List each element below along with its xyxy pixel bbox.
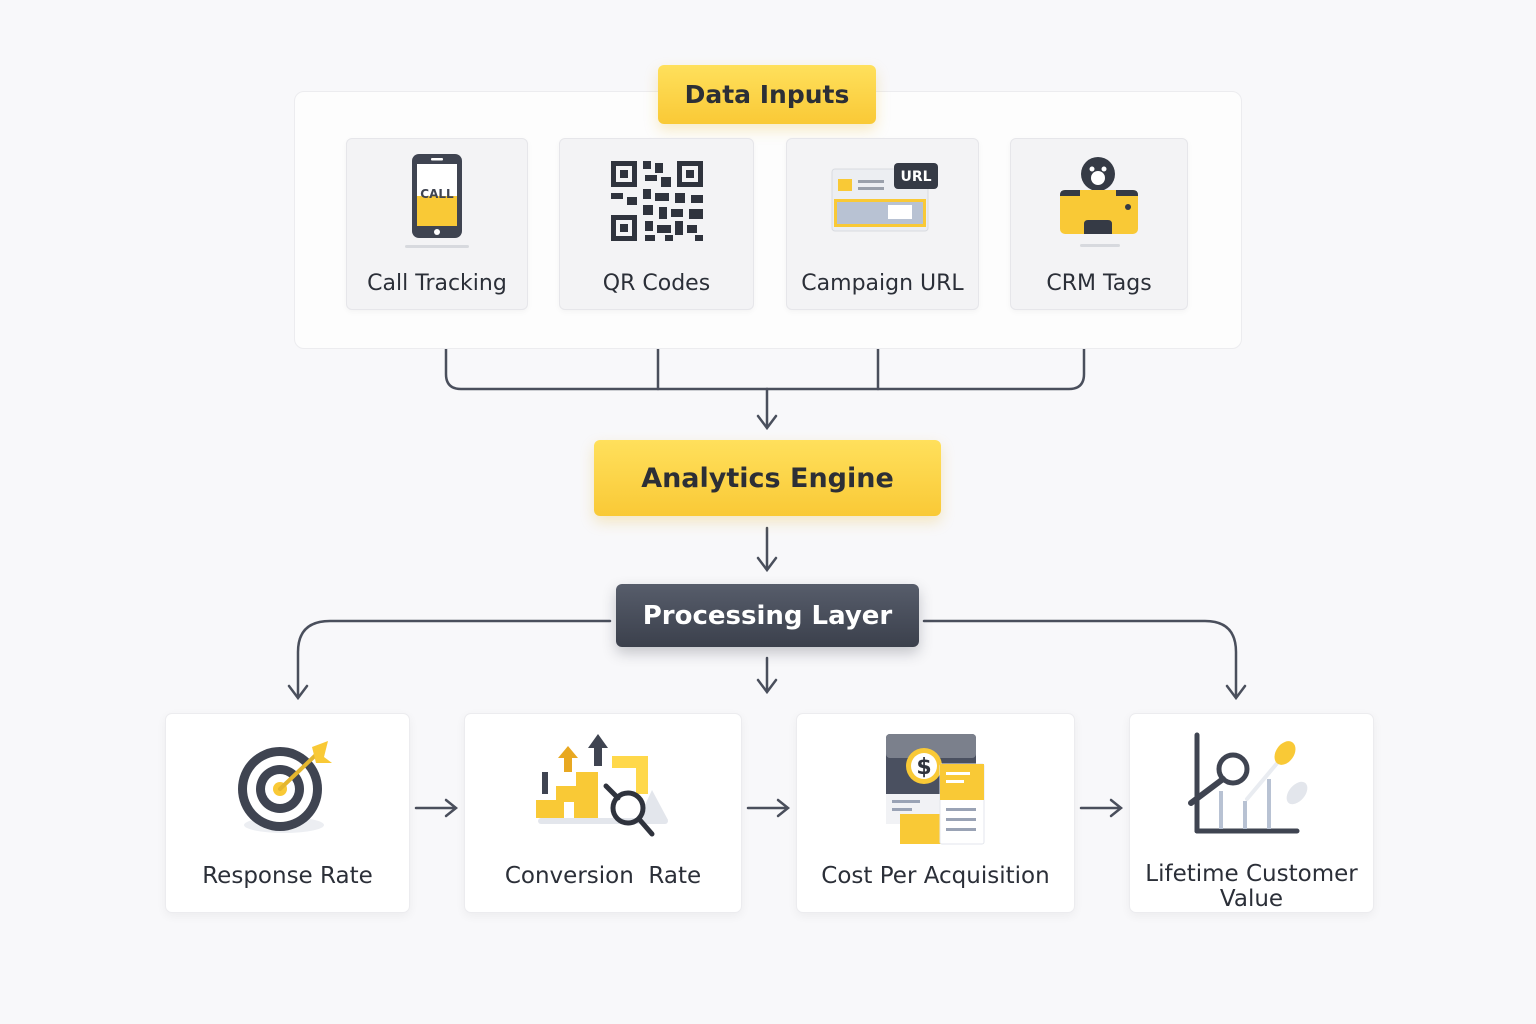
browser-url-icon: URL (828, 151, 938, 251)
crm-user-tag-icon (1044, 151, 1154, 251)
connector-call-tracking (444, 320, 769, 391)
input-label: Campaign URL (801, 271, 964, 296)
metric-card-conversion-rate[interactable]: Conversion Rate (464, 713, 742, 913)
metric-card-lifetime-customer-value[interactable]: Lifetime Customer Value (1129, 713, 1374, 913)
metric-label: Cost Per Acquisition (821, 863, 1050, 889)
svg-text:$: $ (916, 755, 931, 780)
analytics-engine-label: Analytics Engine (641, 462, 894, 494)
processing-layer-node: Processing Layer (616, 584, 919, 647)
input-card-crm-tags[interactable]: CRM Tags (1010, 138, 1188, 310)
data-inputs-title-text: Data Inputs (684, 80, 850, 109)
processing-layer-label: Processing Layer (642, 600, 893, 631)
metric-card-response-rate[interactable]: Response Rate (165, 713, 410, 913)
input-card-call-tracking[interactable]: CALL Call Tracking (346, 138, 528, 310)
qr-code-icon (602, 151, 712, 251)
metric-label: Response Rate (202, 863, 373, 889)
branch-right (922, 619, 1238, 698)
target-dart-icon (208, 728, 368, 848)
growth-chart-magnifier-icon (523, 728, 683, 848)
data-inputs-title: Data Inputs (658, 65, 876, 124)
metric-label: Lifetime Customer Value (1145, 861, 1358, 912)
dollar-invoice-icon: $ (856, 728, 1016, 848)
chart-magnifier-icon (1172, 728, 1332, 846)
svg-text:CALL: CALL (420, 187, 454, 201)
metric-card-cost-per-acquisition[interactable]: $ Cost Per Acquisition (796, 713, 1075, 913)
svg-text:URL: URL (900, 169, 931, 185)
phone-call-icon: CALL (382, 151, 492, 251)
input-card-qr-codes[interactable]: QR Codes (559, 138, 754, 310)
metric-label: Conversion Rate (504, 863, 702, 889)
input-label: QR Codes (602, 271, 711, 296)
branch-left (296, 619, 612, 698)
input-label: Call Tracking (367, 271, 507, 296)
connector-crm-tags (765, 320, 1086, 391)
analytics-engine-node: Analytics Engine (594, 440, 941, 516)
input-card-campaign-url[interactable]: URL Campaign URL (786, 138, 979, 310)
input-label: CRM Tags (1046, 271, 1152, 296)
